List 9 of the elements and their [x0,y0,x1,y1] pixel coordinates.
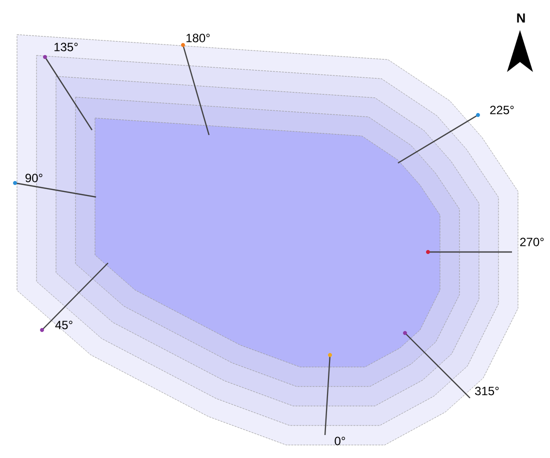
angle-label: 90° [26,174,42,182]
angle-label: 45° [55,320,72,330]
angle-label: 270° [520,238,544,246]
angle-label: 135° [54,42,78,52]
angle-label: 225° [490,106,514,114]
angle-label: 0° [334,436,346,446]
angle-label: 315° [475,386,499,396]
angle-label: 180° [186,34,210,42]
north-label: N [517,14,525,22]
